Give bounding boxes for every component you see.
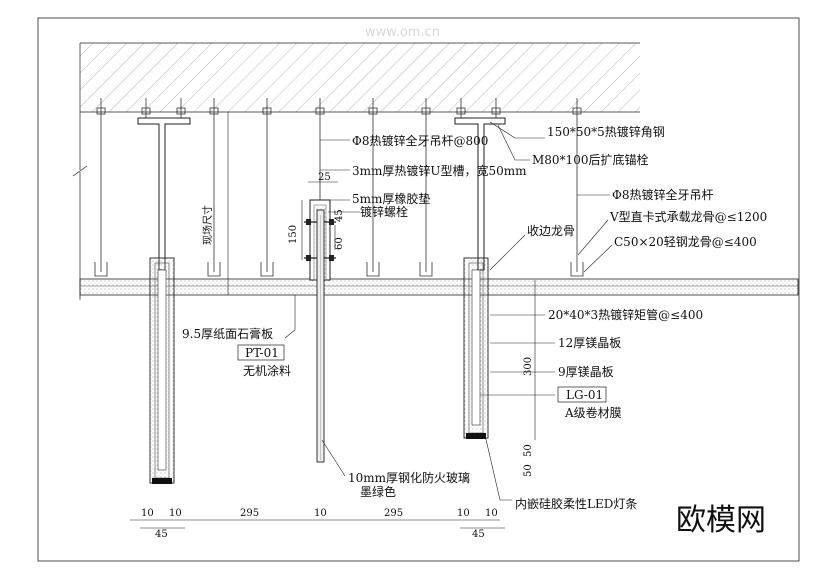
watermark-text: www.om.cn (365, 25, 440, 40)
pt-tag-box (237, 344, 285, 361)
label-lg-tag: LG-01 (566, 388, 603, 402)
hanger-clips (94, 262, 584, 277)
label-rod-right: Φ8热镀锌全牙吊杆 (612, 187, 713, 202)
label-mgo9: 9厚镁晶板 (558, 365, 614, 379)
label-angle-steel: 150*50*5热镀锌角钢 (547, 125, 665, 139)
dim-45: 45 (334, 209, 345, 222)
dim-50-b: 50 (523, 464, 534, 477)
label-site-size: 现场尺寸 (201, 205, 214, 245)
dimension-lines (130, 112, 536, 529)
hanging-rods (100, 98, 578, 272)
label-paint: 无机涂料 (243, 363, 291, 378)
dim-bottom-3: 295 (240, 508, 259, 519)
label-glass-color: 墨绿色 (360, 484, 396, 499)
concrete-slab (72, 42, 640, 300)
dim-25: 25 (318, 172, 331, 183)
left-light-box (149, 257, 175, 484)
dim-bottom-45-right: 45 (472, 529, 485, 540)
label-u-channel: 3mm厚热镀锌U型槽，宽50mm (352, 163, 527, 178)
anchor-nuts (96, 107, 582, 115)
label-rod-800: Φ8热镀锌全牙吊杆@800 (352, 133, 488, 148)
dim-bottom-1: 10 (141, 508, 154, 519)
dim-300: 300 (523, 357, 534, 376)
label-membrane: A级卷材膜 (564, 405, 622, 420)
dim-50-a: 50 (523, 444, 534, 457)
brand-logo: 欧模网 (676, 503, 766, 538)
label-bolt: 镀锌螺栓 (360, 204, 408, 219)
drawing-frame (37, 17, 800, 562)
dim-bottom-2: 10 (169, 508, 182, 519)
dim-bottom-4: 10 (314, 508, 327, 519)
label-anchor: M80*100后扩底锚栓 (532, 152, 648, 167)
label-v-keel: V型直卡式承载龙骨@≤1200 (609, 210, 767, 224)
dim-bottom-5: 295 (384, 508, 403, 519)
right-light-box (463, 257, 489, 439)
label-mgo12: 12厚镁晶板 (558, 336, 621, 350)
dim-150: 150 (288, 225, 299, 244)
dim-bottom-45-left: 45 (155, 529, 168, 540)
dim-bottom-6: 10 (457, 508, 470, 519)
gypsum-ceiling (79, 278, 799, 296)
label-glass: 10mm厚钢化防火玻璃 (348, 470, 470, 485)
label-gypsum: 9.5厚纸面石膏板 (182, 326, 273, 341)
dim-60: 60 (334, 237, 345, 250)
dim-bottom-7: 10 (485, 508, 498, 519)
lg-tag-box (557, 386, 607, 403)
label-edge-keel: 收边龙骨 (527, 224, 575, 238)
label-pt-tag: PT-01 (245, 346, 279, 360)
leader-lines (284, 121, 613, 501)
label-rubber-pad: 5mm厚橡胶垫 (352, 191, 430, 206)
label-rect-tube: 20*40*3热镀锌矩管@≤400 (548, 307, 703, 322)
label-led: 内嵌硅胶柔性LED灯条 (515, 496, 637, 511)
label-c50-keel: C50×20轻钢龙骨@≤400 (614, 235, 757, 249)
